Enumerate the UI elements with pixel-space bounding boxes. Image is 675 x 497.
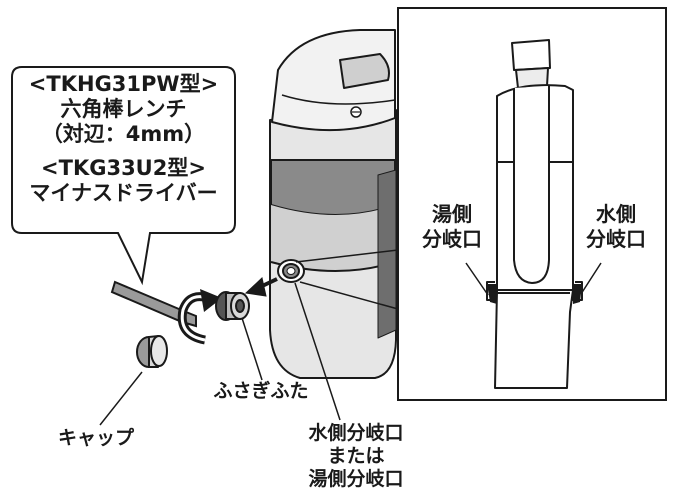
cap-part (136, 334, 168, 368)
hex-tool-label: 六角棒レンチ (60, 96, 187, 121)
connector-line (299, 281, 399, 310)
cold-branch-label: 水側 分岐口 (586, 202, 646, 251)
tool-callout-bubble (11, 66, 236, 286)
plug-label: ふさぎふた (213, 380, 309, 402)
plug-part (215, 291, 250, 321)
connector-line (295, 249, 399, 263)
hot-branch-port (487, 284, 497, 304)
port-pointer-line (294, 282, 341, 421)
cold-branch-port (573, 284, 582, 304)
cap-label: キャップ (57, 427, 134, 449)
screw-model-label: <TKG33U2型> (41, 156, 206, 181)
hot-pointer-line (465, 262, 489, 296)
hex-size-label: （対辺：4mm） (41, 121, 206, 146)
tool-callout-text: <TKHG31PW型> 六角棒レンチ （対辺：4mm） <TKG33U2型> マ… (12, 72, 235, 206)
hot-branch-label: 湯側 分岐口 (422, 202, 482, 251)
inset-faucet (486, 39, 583, 389)
screw-tool-label: マイナスドライバー (29, 181, 218, 206)
faucet-body (269, 29, 397, 379)
removal-arrow (244, 277, 278, 297)
branch-port (277, 259, 305, 283)
cold-pointer-line (580, 262, 602, 295)
cap-pointer-line (99, 371, 143, 426)
plug-pointer-line (241, 317, 263, 381)
port-label: 水側分岐口 または 湯側分岐口 (308, 422, 404, 490)
hex-model-label: <TKHG31PW型> (28, 72, 219, 96)
rotation-arrow (177, 289, 222, 345)
